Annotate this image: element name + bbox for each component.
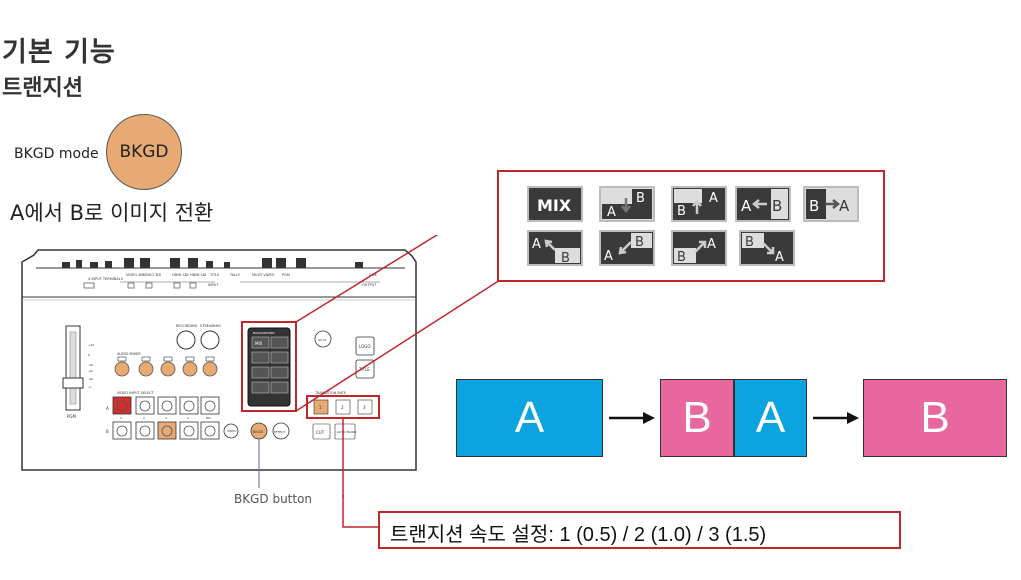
- svg-text:-10: -10: [88, 363, 93, 367]
- svg-text:A: A: [532, 237, 541, 252]
- svg-text:A: A: [775, 250, 784, 265]
- device-input-num-3: 3: [165, 416, 167, 420]
- device-streaming-label: STREAMING: [200, 324, 221, 328]
- bkgd-mode-button[interactable]: BKGD: [106, 114, 182, 190]
- device-effect-label: EFFECT: [274, 430, 285, 434]
- device-transition-rate-label: TRANSITION RATE: [314, 391, 346, 395]
- demo-panel-b-half-label: B: [682, 393, 712, 442]
- svg-text:B: B: [635, 235, 644, 250]
- device-label-input-terminals: 4 INPUT TERMINALS: [88, 277, 124, 281]
- device-rate-1: 1: [319, 405, 322, 410]
- svg-text:B: B: [772, 197, 782, 215]
- device-label-video1: VIDEO SDI: [126, 273, 144, 277]
- svg-text:B: B: [677, 204, 686, 219]
- svg-text:A: A: [604, 249, 613, 264]
- bkgd-mode-button-label: BKGD: [119, 142, 169, 162]
- arrow-right-icon: [609, 412, 655, 424]
- arrow-right-icon: [813, 412, 859, 424]
- device-rate-3: 3: [363, 405, 366, 410]
- device-row-b-label: B: [106, 429, 109, 434]
- transition-speed-setting: 트랜지션 속도 설정: 1 (0.5) / 2 (1.0) / 3 (1.5): [378, 511, 901, 549]
- page-subtitle: 트랜지션: [2, 76, 83, 101]
- bkgd-button-caption: BKGD button: [234, 492, 313, 506]
- device-logo-label: LOGO: [359, 344, 370, 349]
- transition-mix-icon[interactable]: MIX: [527, 186, 583, 226]
- device-background-label: BACKGROUND: [253, 331, 275, 335]
- transition-mix-label: MIX: [537, 196, 572, 215]
- device-input-num-4: 4: [187, 416, 189, 420]
- device-label-title: TITLE: [209, 273, 219, 277]
- device-input-num-1: 1: [120, 416, 122, 420]
- device-input-num-2: 2: [143, 416, 145, 420]
- demo-panel-a-half: A: [734, 379, 807, 457]
- svg-text:AUTO: AUTO: [318, 338, 327, 342]
- device-video-btn-label: VIDEO: [227, 429, 237, 433]
- device-label-hdmi1: HDMI SDI: [172, 273, 188, 277]
- device-auto-trans-label: AUTO TRANS: [337, 430, 356, 434]
- svg-text:B: B: [809, 197, 819, 215]
- svg-text:0: 0: [88, 353, 90, 357]
- svg-text:+10: +10: [88, 343, 94, 347]
- demo-panel-b: B: [863, 379, 1007, 457]
- svg-text:A: A: [707, 237, 716, 252]
- device-label-video2: VIDEO SDI: [143, 273, 161, 277]
- demo-panel-a-label: A: [514, 393, 545, 442]
- device-label-output: OUTPUT: [362, 283, 377, 287]
- svg-text:-20: -20: [88, 369, 93, 373]
- device-label-hdmi2: HDMI SDI: [190, 273, 206, 277]
- speed-callout-line: [342, 495, 380, 528]
- svg-text:A: A: [839, 197, 850, 215]
- device-cut-label: CUT: [316, 430, 325, 435]
- device-audio-mixer-label: AUDIO MIXER: [117, 352, 141, 356]
- demo-panel-a: A: [456, 379, 603, 457]
- device-recording-label: RECORDING: [176, 324, 198, 328]
- svg-text:B: B: [745, 235, 754, 250]
- device-mix-label: MIX: [255, 341, 263, 346]
- device-input-num-int: INT: [206, 416, 211, 420]
- svg-text:B: B: [636, 191, 645, 206]
- device-label-input: INPUT: [208, 283, 219, 287]
- svg-text:B: B: [561, 251, 570, 266]
- svg-text:-∞: -∞: [88, 385, 92, 389]
- page-title: 기본 기능: [2, 37, 116, 68]
- transition-speed-text: 트랜지션 속도 설정: 1 (0.5) / 2 (1.0) / 3 (1.5): [390, 524, 767, 546]
- switcher-device-illustration: 4 INPUT TERMINALS VIDEO SDI VIDEO SDI HD…: [21, 235, 500, 498]
- bkgd-description: A에서 B로 이미지 전환: [10, 201, 214, 225]
- svg-text:-40: -40: [88, 377, 93, 381]
- device-pgm-label: PGM: [67, 414, 77, 419]
- demo-panel-a-half-label: A: [755, 393, 786, 442]
- device-video-input-select-label: VIDEO INPUT SELECT: [117, 391, 155, 395]
- svg-text:A: A: [607, 205, 616, 220]
- device-label-pgm: PGM: [282, 273, 290, 277]
- demo-panel-b-label: B: [920, 393, 950, 442]
- bkgd-mode-label: BKGD mode: [14, 146, 99, 162]
- device-label-multi-video: MULTI VIDEO: [252, 273, 275, 277]
- device-label-tally: TALLY: [229, 273, 241, 277]
- svg-text:A: A: [741, 197, 752, 215]
- svg-text:A: A: [709, 191, 718, 206]
- svg-text:B: B: [677, 250, 686, 265]
- demo-panel-b-half: B: [660, 379, 734, 457]
- device-row-a-label: A: [106, 406, 109, 411]
- device-rate-2: 2: [341, 405, 344, 410]
- device-bkgd-label: BKGD: [253, 430, 263, 434]
- device-title-label: TITLE: [358, 367, 370, 372]
